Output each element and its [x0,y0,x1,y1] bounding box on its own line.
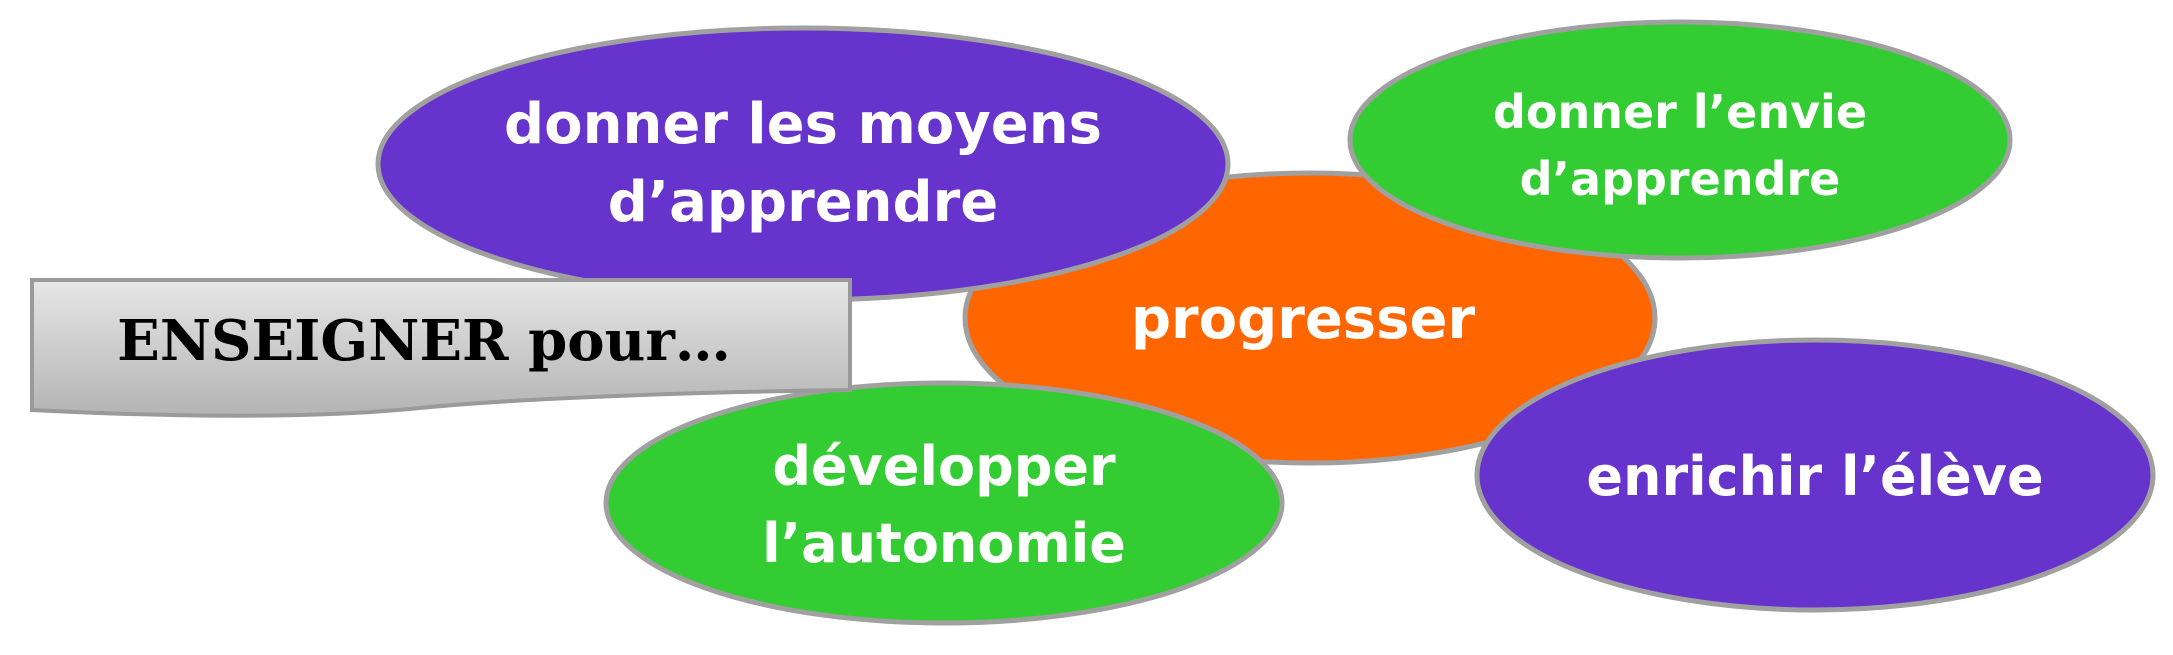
banner-enseigner: ENSEIGNER pour… [30,278,852,418]
bubble-donner-l-envie: donner l’envie d’apprendre [1347,19,2013,261]
bubble-label-line2: d’apprendre [1520,152,1841,206]
bubble-enrichir-l-eleve: enrichir l’élève [1474,337,2156,613]
bubble-shape-purple-top [375,25,1231,303]
bubble-shape-purple-bottom [1474,337,2156,613]
center-bubble-label: progresser [1131,287,1476,352]
bubble-label: enrichir l’élève [1586,445,2043,508]
bubble-label-line2: l’autonomie [762,512,1126,575]
bubble-developper-l-autonomie: développer l’autonomie [603,380,1285,626]
banner-shape [30,278,852,418]
bubble-shape-green-bottom [603,380,1285,626]
banner-label: ENSEIGNER pour… [117,308,731,374]
bubble-label-line2: d’apprendre [608,170,998,235]
bubble-donner-les-moyens: donner les moyens d’apprendre [375,25,1231,303]
bubble-label-line1: donner l’envie [1493,85,1867,139]
bubble-label-line1: développer [772,435,1116,498]
bubble-shape-green-top [1347,19,2013,261]
bubble-label-line1: donner les moyens [504,92,1102,157]
